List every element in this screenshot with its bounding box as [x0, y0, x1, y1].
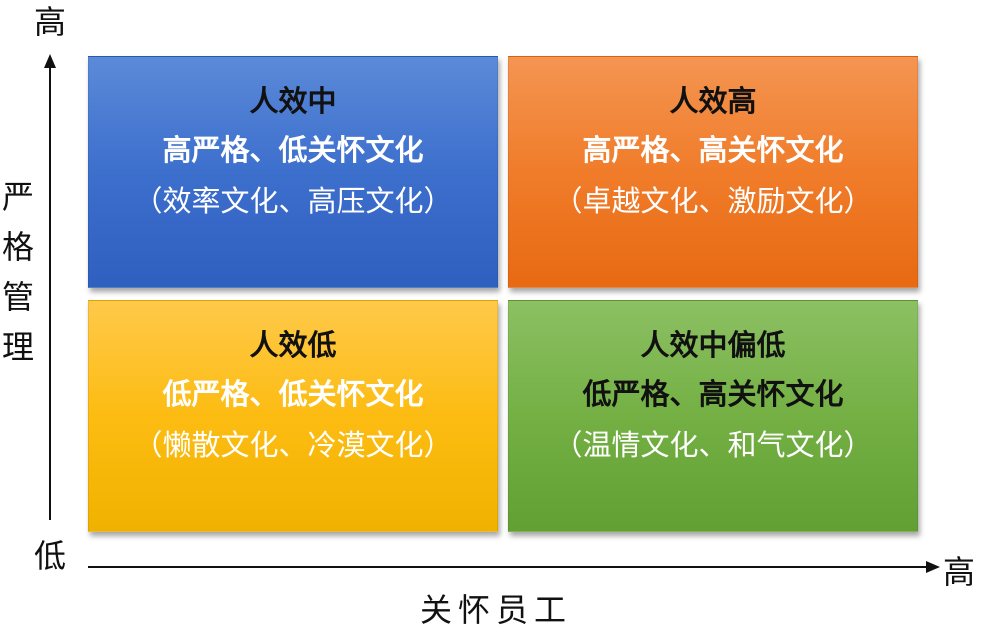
quadrant-note: （懒散文化、冷漠文化） — [133, 428, 453, 462]
x-axis-arrow — [926, 561, 940, 573]
y-axis-title-char: 格 — [1, 228, 34, 266]
x-axis-title: 关怀员工 — [420, 591, 573, 629]
quadrant-subtitle: 低严格、高关怀文化 — [582, 377, 844, 411]
quadrant-note: （效率文化、高压文化） — [133, 184, 453, 218]
quadrant-title: 人效中 — [249, 84, 337, 118]
quadrant-bottom-right: 人效中偏低 低严格、高关怀文化 （温情文化、和气文化） — [508, 300, 918, 532]
quadrant-subtitle: 高严格、高关怀文化 — [582, 133, 844, 167]
y-axis-high-label: 高 — [34, 3, 67, 41]
axis-low-label: 低 — [34, 537, 67, 575]
quadrant-subtitle: 低严格、低关怀文化 — [162, 377, 424, 411]
quadrant-top-right: 人效高 高严格、高关怀文化 （卓越文化、激励文化） — [508, 56, 918, 288]
x-axis-high-label: 高 — [943, 553, 976, 591]
quadrant-note: （温情文化、和气文化） — [553, 428, 873, 462]
quadrant-title: 人效高 — [669, 84, 757, 118]
quadrant-top-left: 人效中 高严格、低关怀文化 （效率文化、高压文化） — [88, 56, 498, 288]
y-axis-title-char: 严 — [1, 178, 34, 216]
quadrant-title: 人效中偏低 — [640, 328, 786, 362]
y-axis-title-char: 理 — [1, 328, 34, 366]
quadrant-bottom-left: 人效低 低严格、低关怀文化 （懒散文化、冷漠文化） — [88, 300, 498, 532]
y-axis-title-char: 管 — [1, 278, 34, 316]
y-axis-arrow — [44, 54, 56, 68]
quadrant-subtitle: 高严格、低关怀文化 — [162, 133, 424, 167]
quadrant-note: （卓越文化、激励文化） — [553, 184, 873, 218]
quadrant-title: 人效低 — [249, 328, 337, 362]
y-axis-title: 严 格 管 理 — [0, 172, 36, 372]
